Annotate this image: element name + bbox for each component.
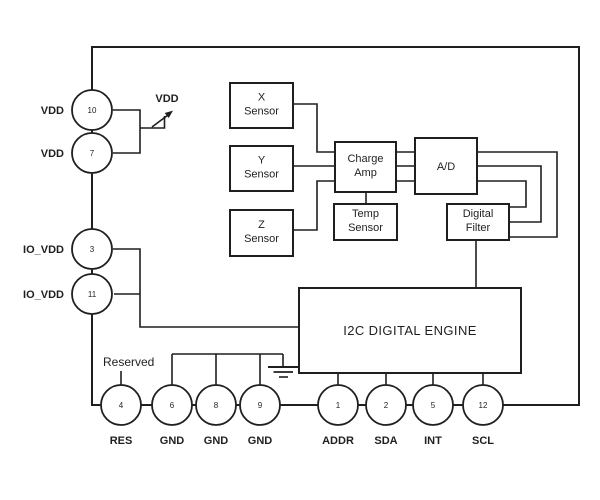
block-i2c-engine: I2C DIGITAL ENGINE: [298, 287, 522, 374]
pin-12-label: SCL: [472, 435, 494, 447]
pin-5-number: 5: [431, 401, 436, 410]
block-x-sensor: X Sensor: [229, 82, 294, 129]
pin-2-label: SDA: [374, 435, 397, 447]
pin-11: 11: [71, 273, 113, 315]
pin-10-number: 10: [88, 106, 97, 115]
z-sensor-label-line2: Sensor: [244, 233, 279, 245]
adc-label: A/D: [437, 161, 455, 173]
wire-vdd-pin-bracket: [113, 109, 141, 154]
pin-6: 6: [151, 384, 193, 426]
pin-10: 10: [71, 89, 113, 131]
vdd-supply-tap-icon: [140, 110, 173, 129]
wire-adc-to-digital-filter-2: [477, 165, 542, 223]
z-sensor-label-line1: Z: [258, 219, 265, 231]
pin-3-label: IO_VDD: [23, 244, 64, 256]
pin-3-number: 3: [90, 245, 95, 254]
pin-4-label: RES: [110, 435, 133, 447]
temp-sensor-label-line1: Temp: [352, 208, 379, 220]
pin-11-label: IO_VDD: [23, 289, 64, 301]
pin-4: 4: [100, 384, 142, 426]
charge-amp-label-line2: Amp: [354, 167, 377, 179]
reserved-label: Reserved: [103, 355, 154, 369]
x-sensor-label-line2: Sensor: [244, 106, 279, 118]
pin-12: 12: [462, 384, 504, 426]
ground-symbol-icon: [268, 354, 298, 378]
digital-filter-label-line2: Filter: [466, 222, 491, 234]
block-z-sensor: Z Sensor: [229, 209, 294, 257]
pin-8: 8: [195, 384, 237, 426]
pin-7: 7: [71, 132, 113, 174]
block-temp-sensor: Temp Sensor: [333, 203, 398, 241]
pin-9: 9: [239, 384, 281, 426]
pin-8-number: 8: [214, 401, 219, 410]
wire-z-sensor-to-charge-amp: [293, 180, 335, 231]
pin-12-number: 12: [479, 401, 488, 410]
digital-filter-label-line1: Digital: [463, 208, 494, 220]
vdd-supply-label: VDD: [155, 93, 178, 105]
pin-8-label: GND: [204, 435, 229, 447]
y-sensor-label-line2: Sensor: [244, 169, 279, 181]
pin-10-label: VDD: [41, 105, 64, 117]
pin-1-label: ADDR: [322, 435, 354, 447]
pin-1: 1: [317, 384, 359, 426]
block-adc: A/D: [414, 137, 478, 195]
charge-amp-label-line1: Charge: [347, 153, 383, 165]
pin-5: 5: [412, 384, 454, 426]
block-charge-amp: Charge Amp: [334, 141, 397, 193]
pin-1-number: 1: [336, 401, 341, 410]
wire-io-vdd-bracket-to-i2c: [113, 248, 299, 328]
x-sensor-label-line1: X: [258, 92, 266, 104]
wire-x-sensor-to-charge-amp: [293, 103, 335, 153]
pin-9-label: GND: [248, 435, 273, 447]
pin-6-number: 6: [170, 401, 175, 410]
block-digital-filter: Digital Filter: [446, 203, 510, 241]
pin-2-number: 2: [384, 401, 389, 410]
pin-7-label: VDD: [41, 148, 64, 160]
y-sensor-label-line1: Y: [258, 155, 266, 167]
pin-3: 3: [71, 228, 113, 270]
i2c-engine-label: I2C DIGITAL ENGINE: [343, 323, 477, 338]
pin-4-number: 4: [119, 401, 124, 410]
wire-adc-to-digital-filter-1: [477, 151, 558, 238]
block-y-sensor: Y Sensor: [229, 145, 294, 192]
pin-9-number: 9: [258, 401, 263, 410]
pin-5-label: INT: [424, 435, 442, 447]
pin-2: 2: [365, 384, 407, 426]
temp-sensor-label-line2: Sensor: [348, 222, 383, 234]
pin-7-number: 7: [90, 149, 95, 158]
pin-11-number: 11: [88, 290, 97, 299]
pin-6-label: GND: [160, 435, 185, 447]
wire-adc-to-digital-filter-3: [477, 180, 527, 208]
